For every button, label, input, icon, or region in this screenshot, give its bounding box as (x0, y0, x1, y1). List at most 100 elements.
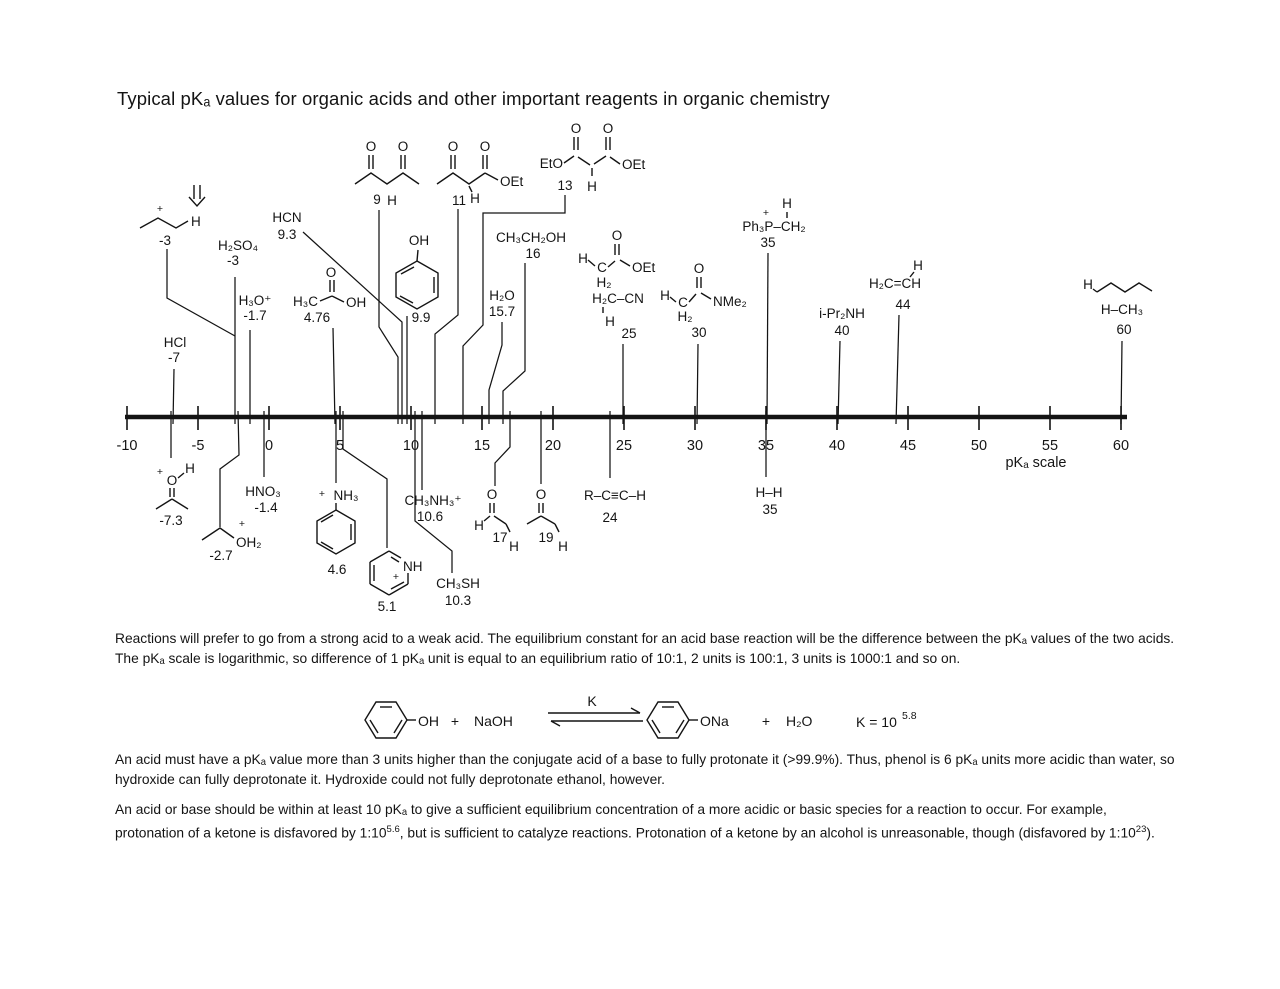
oh2-group: OH₂ (236, 535, 262, 550)
h-atom: H (1083, 277, 1093, 292)
exponent: 23 (1135, 824, 1147, 835)
pka-value: 9.3 (278, 227, 297, 242)
formula: R–C≡C–H (584, 488, 646, 503)
compound-nitric-acid: HNO₃ -1.4 (245, 411, 281, 515)
bond (607, 260, 616, 268)
compound-h2so4: H₂SO₄ -3 (218, 238, 258, 424)
phenol-structure: OH (364, 701, 439, 739)
tick-label: 25 (616, 438, 632, 454)
formula: H₂C–CN (592, 291, 644, 306)
formula: i-Pr₂NH (819, 306, 865, 321)
bond (416, 249, 419, 262)
compound-ethyl-acetate: H C H₂ O OEt (578, 228, 655, 290)
paragraph-equilibrium: Reactions will prefer to go from a stron… (115, 631, 1175, 666)
pka-connector-line (494, 411, 511, 486)
pka-connector-line (502, 263, 526, 424)
o-atom: O (448, 139, 459, 154)
compound-acetonitrile: H₂C–CN H 25 (592, 291, 644, 424)
bond (669, 296, 677, 303)
formula: HNO₃ (245, 484, 281, 499)
pka-value: -7 (168, 350, 180, 365)
bond (1092, 288, 1098, 293)
compound-hydronium: H₃O⁺ -1.7 (239, 293, 272, 424)
o-atom: O (487, 487, 498, 502)
phenolate-structure: ONa (646, 701, 729, 739)
pka-scale-diagram: -10 -5 0 5 10 15 20 25 30 35 40 45 50 55… (117, 121, 1153, 614)
bond (388, 550, 402, 559)
compound-protonated-ethanol: + OH₂ -2.7 (201, 410, 262, 563)
bond (540, 515, 556, 525)
tick-label: 55 (1042, 438, 1058, 454)
page-title: Typical pKₐ values for organic acids and… (117, 88, 830, 109)
pka-value: 9 (373, 192, 381, 207)
formula: H₂C=CH (869, 276, 921, 291)
c-atom: C (597, 260, 607, 275)
pka-value: 5.1 (378, 599, 397, 614)
bond (577, 156, 591, 166)
h-atom: H (387, 193, 397, 208)
bond (388, 583, 409, 596)
compound-methanethiol: CH₃SH 10.3 (414, 411, 480, 608)
o-atom: O (603, 121, 614, 136)
formula: Ph₃P–CH₂ (742, 219, 805, 234)
tick-label: 30 (687, 438, 703, 454)
compound-protonated-propene: + H -3 (139, 185, 236, 337)
pka-connector-line (332, 327, 336, 425)
plus-charge: + (157, 203, 163, 215)
bond (177, 472, 185, 479)
pka-value: 11 (452, 193, 466, 208)
pka-value: -3 (159, 233, 171, 248)
compound-hcl: HCl -7 (164, 335, 186, 425)
pka-connector-line (378, 210, 399, 424)
benzene-ring (395, 260, 439, 310)
equilibrium-constant: K = 10 (856, 714, 897, 730)
bond (484, 172, 499, 181)
pka-value: -7.3 (159, 513, 182, 528)
h-atom: H (587, 179, 597, 194)
h2-group: H₂ (597, 275, 612, 290)
tick-label: 10 (403, 438, 419, 454)
pka-connector-line (462, 195, 566, 424)
formula: H₃O⁺ (239, 293, 272, 308)
bond (319, 295, 333, 302)
nh3-group: NH₃ (334, 488, 359, 503)
skeleton (354, 172, 420, 185)
double-bond (390, 556, 400, 563)
ona-group: ONa (700, 713, 729, 729)
tick-label: 45 (900, 438, 916, 454)
double-bond (399, 295, 414, 304)
pka-value: 4.6 (328, 562, 347, 577)
skeleton (1096, 282, 1153, 293)
tick-label: 20 (545, 438, 561, 454)
bond (587, 259, 596, 267)
compound-ethyl-acetoacetate: O O OEt 11 H (434, 139, 524, 424)
pka-connector-line (219, 410, 240, 527)
bond (155, 498, 173, 510)
pka-value: 4.76 (304, 310, 330, 325)
pka-value: 25 (621, 326, 636, 341)
bond (700, 292, 712, 300)
plus-charge: + (763, 207, 769, 219)
naoh-label: NaOH (474, 713, 513, 729)
paragraph-protonation-rule: An acid must have a pKₐ value more than … (115, 752, 1175, 787)
pka-value: 35 (760, 235, 775, 250)
benzene-ring (646, 701, 690, 739)
pka-value: 19 (538, 530, 553, 545)
plus-charge: + (393, 571, 399, 583)
water-label: H₂O (786, 713, 813, 729)
h2-group: H₂ (678, 309, 693, 324)
h3c-group: H₃C (293, 294, 318, 309)
bond (369, 550, 390, 563)
bond (563, 155, 575, 164)
tick-label: 60 (1113, 438, 1129, 454)
pka-value: -2.7 (209, 548, 232, 563)
h-atom: H (913, 258, 923, 273)
pka-connector-line (488, 322, 503, 424)
o-atom: O (167, 473, 178, 488)
double-bond (390, 581, 405, 590)
paragraph-equilibrium-concentration: An acid or base should be within at leas… (115, 800, 1175, 844)
phenol-naoh-reaction: OH + NaOH K ONa + H₂O K = 10 5.8 (364, 693, 917, 739)
pka-value: 35 (762, 502, 777, 517)
o-atom: O (398, 139, 409, 154)
oet-group: OEt (622, 157, 646, 172)
